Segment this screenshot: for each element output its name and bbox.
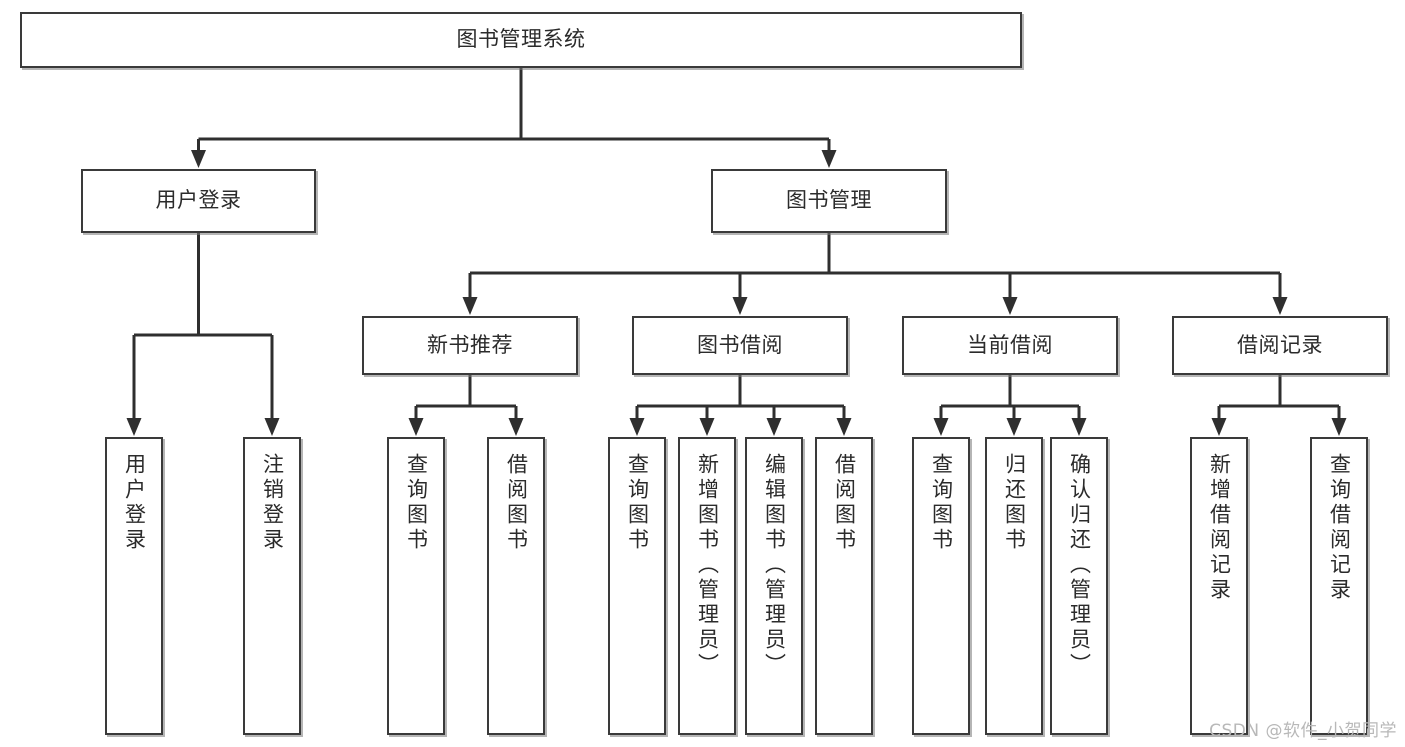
- node-label: 编辑图书（管理员）: [762, 453, 787, 678]
- node-leaf-cb-return[interactable]: 归还图书: [985, 437, 1043, 735]
- node-label: 注销登录: [260, 453, 285, 553]
- node-borrow-record[interactable]: 借阅记录: [1172, 316, 1388, 375]
- node-label: 查询图书: [404, 453, 429, 553]
- node-label: 新增借阅记录: [1207, 453, 1232, 603]
- node-label: 新增图书（管理员）: [695, 453, 720, 678]
- node-label: 查询借阅记录: [1327, 453, 1352, 603]
- node-current-borrow[interactable]: 当前借阅: [902, 316, 1118, 375]
- node-label: 借阅图书: [504, 453, 529, 553]
- node-user-login[interactable]: 用户登录: [81, 169, 316, 233]
- node-label: 新书推荐: [427, 332, 513, 357]
- node-leaf-cb-query[interactable]: 查询图书: [912, 437, 970, 735]
- watermark: CSDN @软件_小贺同学: [1209, 721, 1397, 741]
- node-leaf-br-add[interactable]: 新增借阅记录: [1190, 437, 1248, 735]
- node-label: 归还图书: [1002, 453, 1027, 553]
- node-leaf-user-login[interactable]: 用户登录: [105, 437, 163, 735]
- node-new-book-rec[interactable]: 新书推荐: [362, 316, 578, 375]
- node-label: 查询图书: [625, 453, 650, 553]
- node-leaf-bb-edit[interactable]: 编辑图书（管理员）: [745, 437, 803, 735]
- node-label: 借阅记录: [1237, 332, 1323, 357]
- node-label: 确认归还（管理员）: [1067, 453, 1092, 678]
- node-label: 用户登录: [155, 188, 242, 213]
- node-book-borrow[interactable]: 图书借阅: [632, 316, 848, 375]
- node-label: 图书借阅: [697, 332, 783, 357]
- node-book-manage[interactable]: 图书管理: [711, 169, 947, 233]
- node-leaf-cb-confirm[interactable]: 确认归还（管理员）: [1050, 437, 1108, 735]
- node-root[interactable]: 图书管理系统: [20, 12, 1022, 68]
- node-label: 图书管理: [786, 188, 872, 213]
- node-leaf-bb-borrow[interactable]: 借阅图书: [815, 437, 873, 735]
- node-leaf-bb-query[interactable]: 查询图书: [608, 437, 666, 735]
- node-label: 查询图书: [929, 453, 954, 553]
- node-leaf-rec-query[interactable]: 查询图书: [387, 437, 445, 735]
- node-leaf-br-query[interactable]: 查询借阅记录: [1310, 437, 1368, 735]
- node-leaf-rec-borrow[interactable]: 借阅图书: [487, 437, 545, 735]
- node-label: 借阅图书: [832, 453, 857, 553]
- node-leaf-user-logout[interactable]: 注销登录: [243, 437, 301, 735]
- node-leaf-bb-add[interactable]: 新增图书（管理员）: [678, 437, 736, 735]
- node-label: 用户登录: [122, 453, 147, 553]
- node-label: 当前借阅: [967, 332, 1053, 357]
- node-label: 图书管理系统: [456, 27, 586, 52]
